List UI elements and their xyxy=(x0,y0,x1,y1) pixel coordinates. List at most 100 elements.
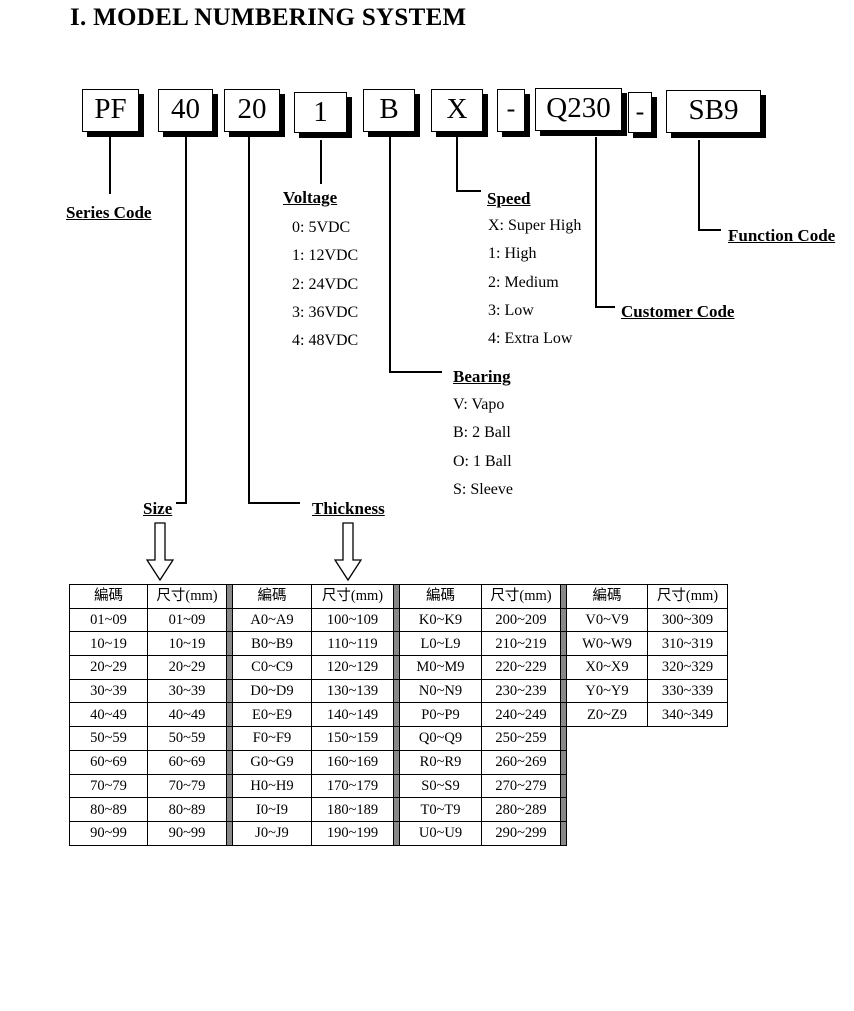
size-cell: 230~239 xyxy=(481,678,561,704)
speed-option: 2: Medium xyxy=(488,273,559,291)
size-cell: 70~79 xyxy=(147,773,227,799)
speed-code-box: X xyxy=(431,89,483,132)
code-cell: V0~V9 xyxy=(566,607,648,633)
function-code-box: SB9 xyxy=(666,90,761,133)
series-connector xyxy=(109,137,111,194)
header-size: 尺寸(mm) xyxy=(647,584,728,609)
size-cell: 170~179 xyxy=(311,773,394,799)
page-title: I. MODEL NUMBERING SYSTEM xyxy=(70,4,467,31)
code-cell: M0~M9 xyxy=(399,655,482,680)
size-cell xyxy=(647,797,728,822)
size-cell: 190~199 xyxy=(311,820,394,846)
bearing-option: O: 1 Ball xyxy=(453,452,512,470)
code-cell xyxy=(566,797,648,822)
function-code-label: Function Code xyxy=(728,226,836,245)
size-cell: 180~189 xyxy=(311,797,394,822)
size-cell: 320~329 xyxy=(647,655,728,680)
size-cell: 310~319 xyxy=(647,631,728,657)
code-cell: L0~L9 xyxy=(399,631,482,657)
customer-connector-vertical xyxy=(595,137,597,308)
separator-dash-2: - xyxy=(628,92,652,133)
size-label: Size xyxy=(143,499,173,518)
code-cell: 70~79 xyxy=(69,773,148,799)
code-cell xyxy=(566,750,648,774)
speed-option: 1: High xyxy=(488,245,537,263)
size-cell: 340~349 xyxy=(647,702,728,728)
code-cell: I0~I9 xyxy=(232,797,312,822)
size-thickness-table: 編碼 尺寸(mm) 編碼 尺寸(mm) 編碼 尺寸(mm) 編碼 尺寸(mm) … xyxy=(69,584,728,846)
bearing-option: S: Sleeve xyxy=(453,480,513,498)
size-cell: 10~19 xyxy=(147,631,227,657)
size-cell: 140~149 xyxy=(311,702,394,728)
size-cell: 220~229 xyxy=(481,655,561,680)
code-cell: W0~W9 xyxy=(566,631,648,657)
code-cell: S0~S9 xyxy=(399,773,482,799)
bearing-label: Bearing xyxy=(453,367,511,386)
size-cell xyxy=(647,821,728,846)
size-cell: 280~289 xyxy=(481,797,561,822)
size-cell: 120~129 xyxy=(311,655,394,680)
code-cell: Q0~Q9 xyxy=(399,726,482,751)
code-cell: A0~A9 xyxy=(232,607,312,633)
code-cell: P0~P9 xyxy=(399,702,482,728)
size-cell: 330~339 xyxy=(647,678,728,704)
code-cell: C0~C9 xyxy=(232,655,312,680)
code-cell: R0~R9 xyxy=(399,749,482,775)
size-cell: 20~29 xyxy=(147,655,227,680)
size-cell: 150~159 xyxy=(311,726,394,751)
header-code: 編碼 xyxy=(566,584,648,609)
code-cell: 01~09 xyxy=(69,607,148,633)
header-size: 尺寸(mm) xyxy=(311,584,394,609)
function-connector-vertical xyxy=(698,140,700,231)
size-cell: 160~169 xyxy=(311,749,394,775)
thickness-code-box: 20 xyxy=(224,89,280,132)
size-cell: 270~279 xyxy=(481,773,561,799)
bearing-code-box: B xyxy=(363,89,415,132)
table-header-row: 編碼 尺寸(mm) 編碼 尺寸(mm) 編碼 尺寸(mm) 編碼 尺寸(mm) xyxy=(69,584,728,609)
size-cell: 100~109 xyxy=(311,607,394,633)
thickness-connector-horizontal xyxy=(248,502,300,504)
code-cell: K0~K9 xyxy=(399,607,482,633)
size-cell xyxy=(647,750,728,774)
size-cell: 80~89 xyxy=(147,797,227,822)
speed-connector-vertical xyxy=(456,137,458,192)
size-cell xyxy=(647,726,728,751)
code-cell: X0~X9 xyxy=(566,655,648,680)
code-cell: 80~89 xyxy=(69,797,148,822)
size-cell: 260~269 xyxy=(481,749,561,775)
code-cell: 10~19 xyxy=(69,631,148,657)
voltage-option: 4: 48VDC xyxy=(292,332,359,350)
code-cell: T0~T9 xyxy=(399,797,482,822)
size-cell: 50~59 xyxy=(147,726,227,751)
customer-connector-horizontal xyxy=(595,306,615,308)
voltage-label: Voltage xyxy=(283,188,338,207)
voltage-options: 0: 5VDC 1: 12VDC 2: 24VDC 3: 36VDC 4: 48… xyxy=(292,214,358,355)
header-code: 編碼 xyxy=(399,584,482,609)
code-cell: 60~69 xyxy=(69,749,148,775)
voltage-option: 0: 5VDC xyxy=(292,219,351,236)
thickness-connector-vertical xyxy=(248,137,250,504)
header-size: 尺寸(mm) xyxy=(481,584,561,609)
voltage-code-box: 1 xyxy=(294,92,347,133)
speed-options: X: Super High 1: High 2: Medium 3: Low 4… xyxy=(488,212,581,353)
size-cell xyxy=(647,774,728,798)
code-cell: 90~99 xyxy=(69,820,148,846)
code-cell: Z0~Z9 xyxy=(566,702,648,728)
code-cell xyxy=(566,726,648,751)
voltage-option: 3: 36VDC xyxy=(292,303,359,321)
voltage-option: 2: 24VDC xyxy=(292,275,359,293)
size-cell: 200~209 xyxy=(481,607,561,633)
size-cell: 290~299 xyxy=(481,820,561,846)
size-connector-horizontal xyxy=(176,502,187,504)
size-cell: 130~139 xyxy=(311,678,394,704)
code-cell: D0~D9 xyxy=(232,678,312,704)
thickness-label: Thickness xyxy=(312,499,385,518)
size-cell: 60~69 xyxy=(147,749,227,775)
header-code: 編碼 xyxy=(232,584,312,609)
speed-option: 4: Extra Low xyxy=(488,330,573,348)
size-cell: 300~309 xyxy=(647,607,728,633)
header-code: 編碼 xyxy=(69,584,148,609)
